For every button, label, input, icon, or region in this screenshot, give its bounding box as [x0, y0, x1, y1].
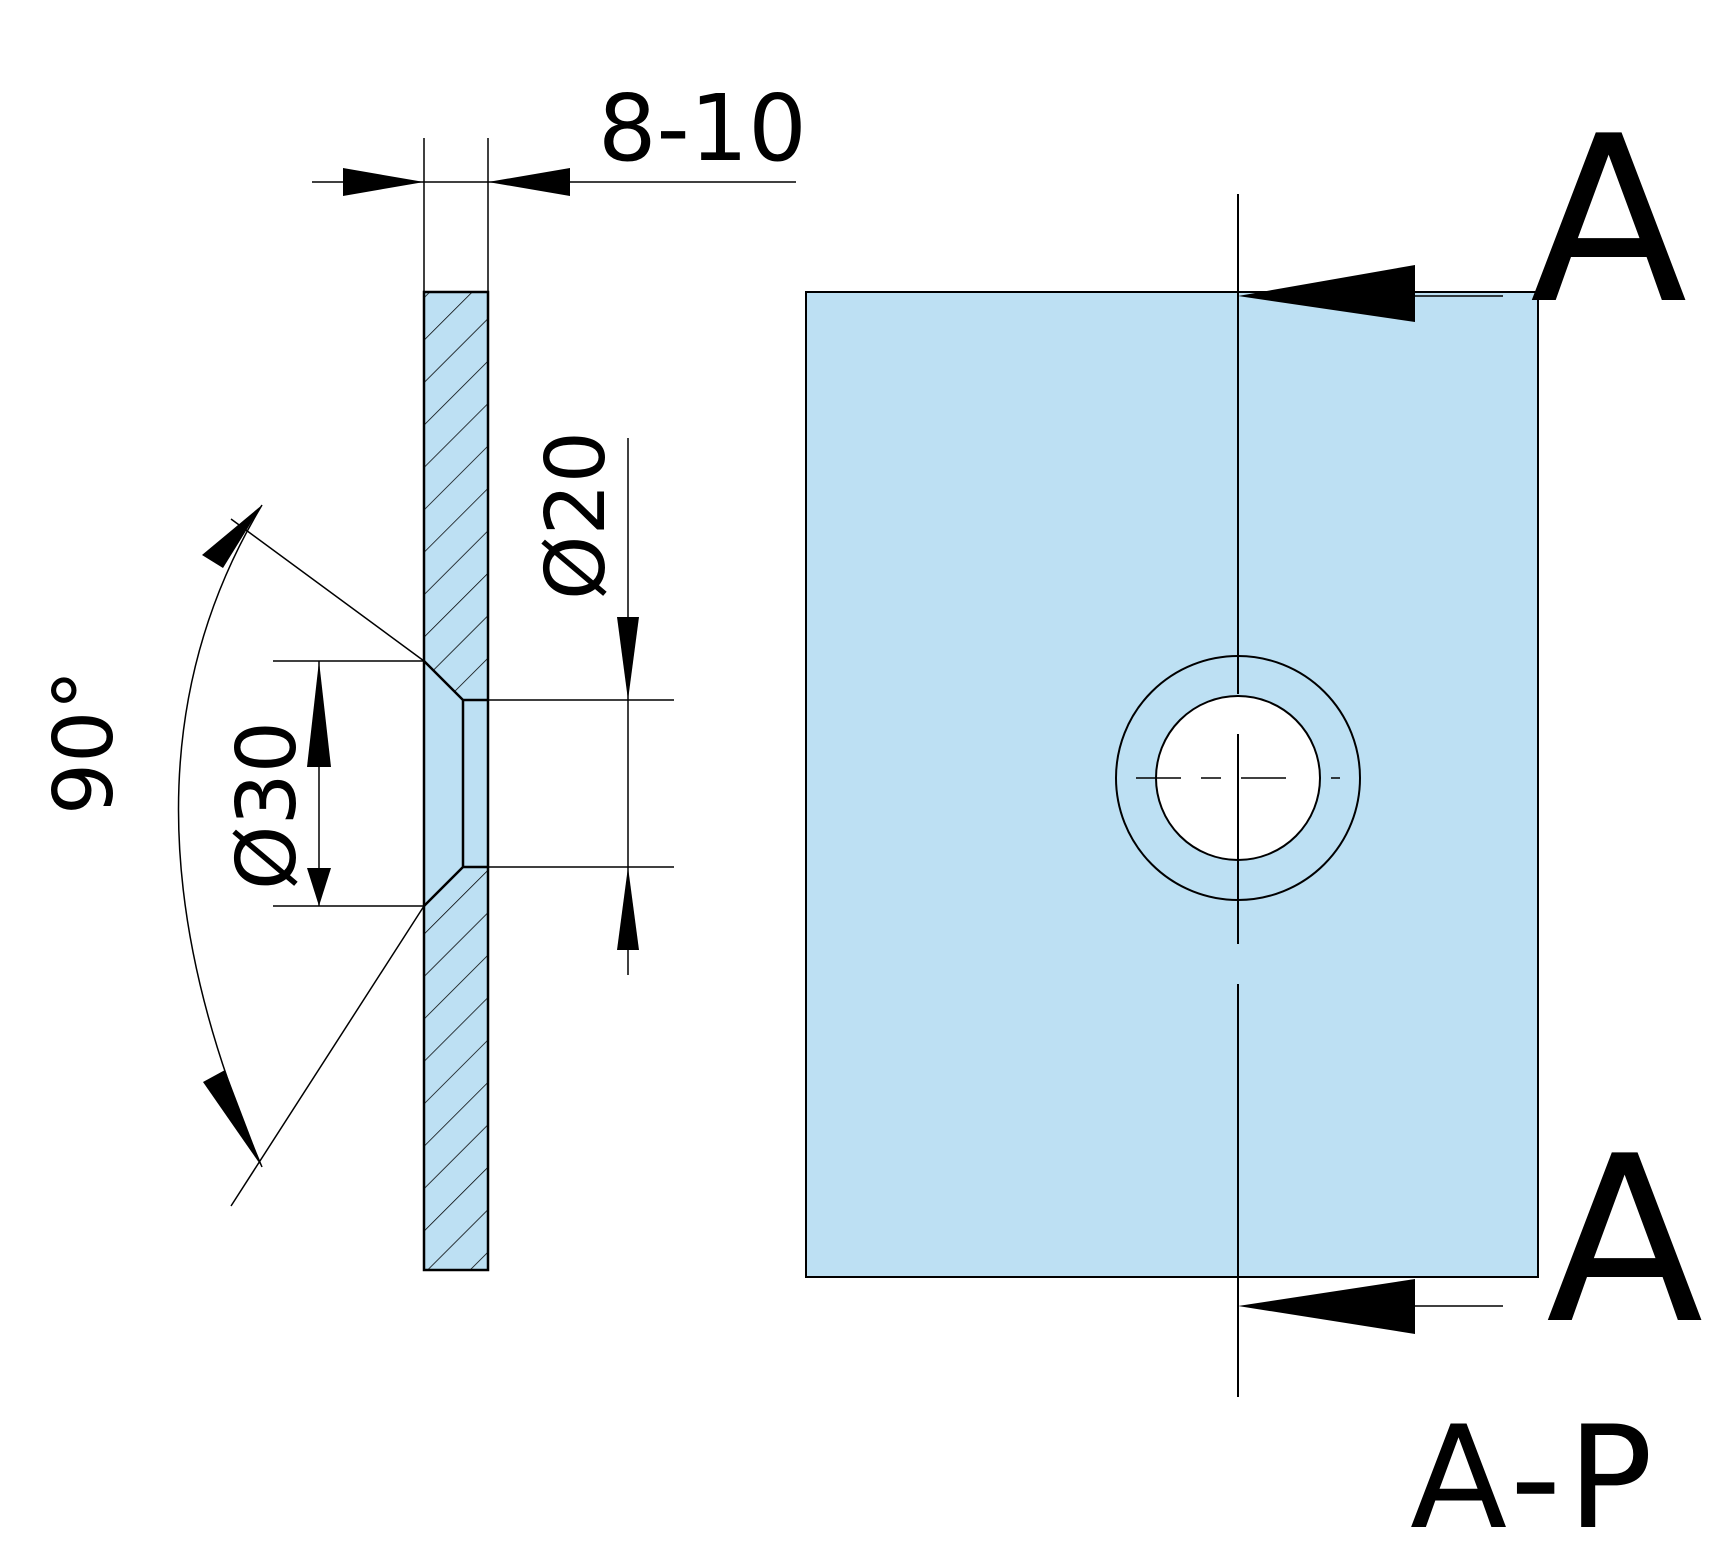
arrow-icon — [202, 505, 262, 568]
section-marker-bottom: A — [1238, 1108, 1703, 1375]
arrow-right-icon — [343, 168, 424, 196]
thickness-dimension: 8-10 — [312, 75, 807, 292]
section-label-top: A — [1530, 88, 1687, 355]
countersink-diameter-dimension: Ø30 — [220, 660, 424, 907]
countersink-outline — [423, 660, 488, 907]
countersink-area — [424, 661, 488, 906]
arrow-down-icon — [307, 868, 331, 906]
arrow-icon — [203, 1070, 262, 1167]
angle-label: 90° — [37, 670, 132, 815]
section-label-bottom: A — [1546, 1108, 1703, 1375]
angle-dimension: 90° — [37, 504, 425, 1207]
plate-section-outline — [422, 290, 490, 1272]
arrow-left-icon — [1238, 1279, 1415, 1334]
view-label: A-P — [1410, 1396, 1659, 1541]
hole-diameter-label: Ø20 — [529, 431, 624, 600]
front-view: A A A-P — [805, 88, 1703, 1541]
arrow-up-icon — [307, 661, 331, 767]
arrow-up-icon — [617, 867, 639, 950]
arrow-down-icon — [617, 617, 639, 700]
countersink-diameter-label: Ø30 — [220, 721, 315, 890]
plate-section-hatched — [424, 292, 488, 700]
arrow-left-icon — [1238, 265, 1415, 322]
plate-section-hatched-lower — [424, 867, 488, 1270]
thickness-label: 8-10 — [598, 75, 807, 182]
section-marker-top: A — [1238, 88, 1687, 355]
arrow-left-icon — [488, 168, 570, 196]
section-view: 8-10 Ø20 Ø30 90° — [37, 75, 807, 1272]
hole-diameter-dimension: Ø20 — [488, 431, 674, 975]
